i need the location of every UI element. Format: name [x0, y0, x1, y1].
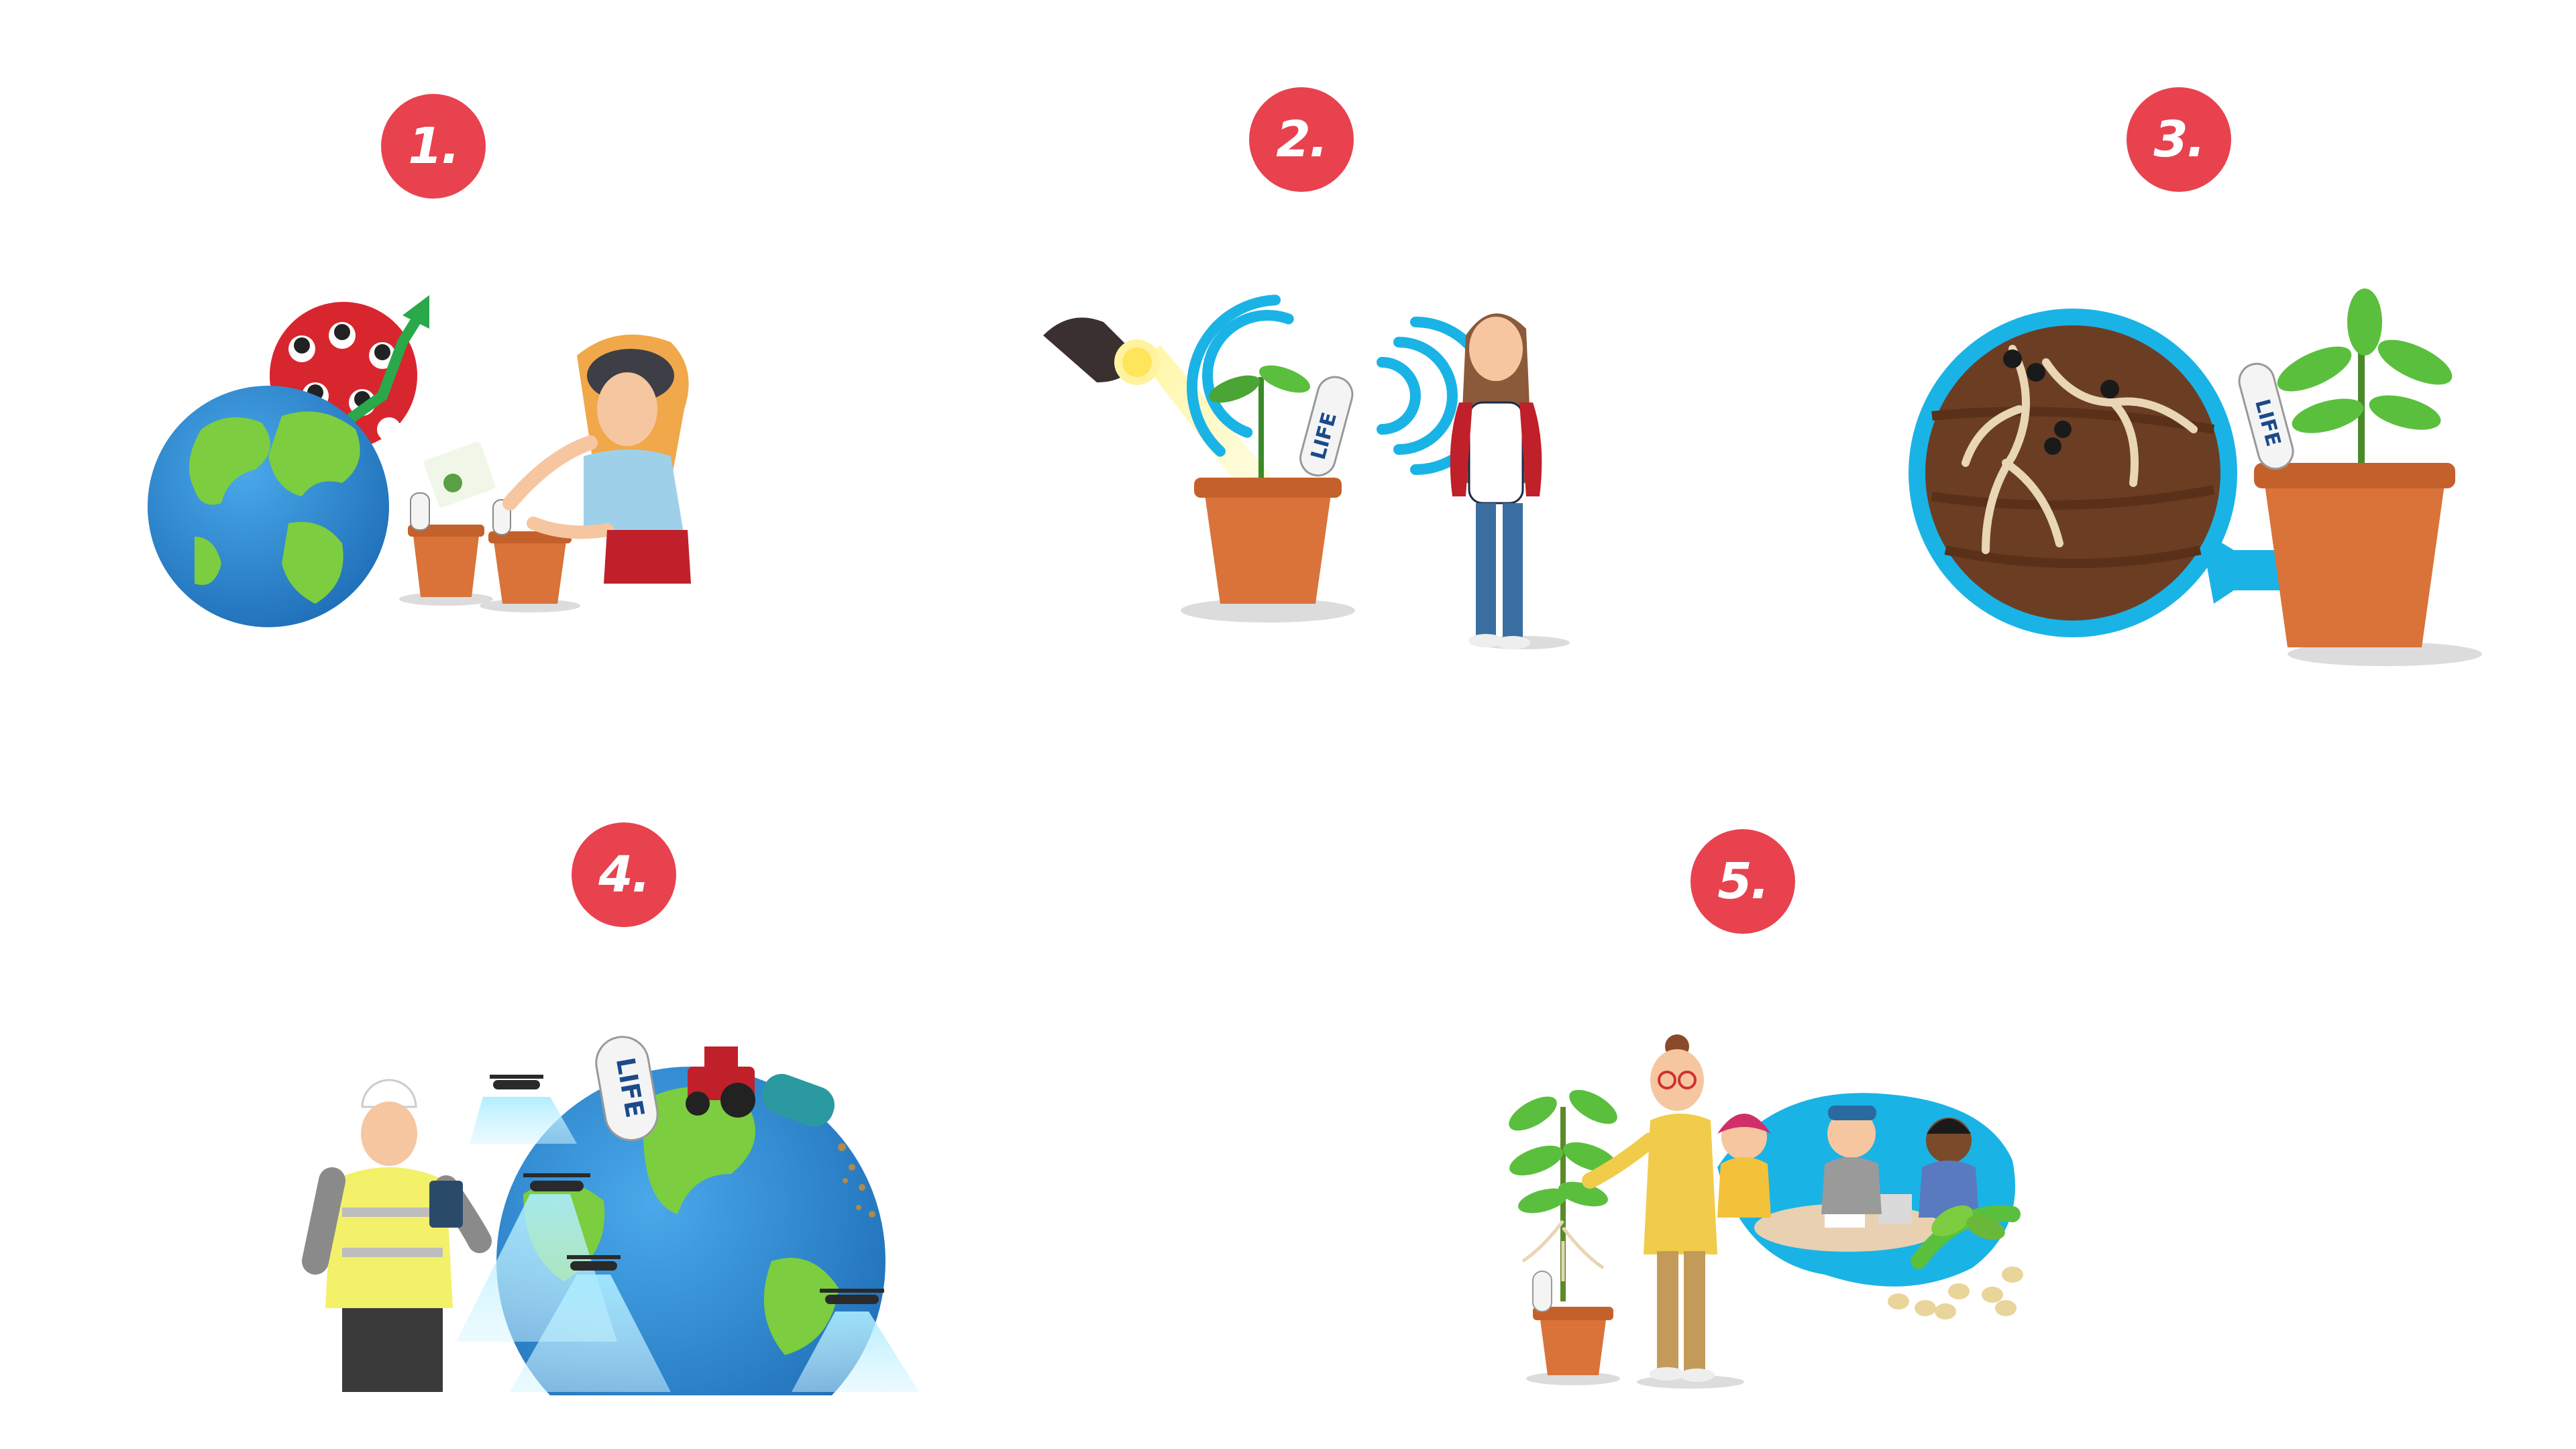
- step-2-number: 2.: [1276, 111, 1328, 168]
- scene-2-plant-sensor-signal-icon: LIFE: [1043, 294, 1570, 649]
- scene-5-team-collaboration-icon: [1509, 1034, 2023, 1389]
- scene-1-globe-planting-icon: [148, 295, 691, 627]
- step-5-badge: 5.: [1690, 829, 1795, 934]
- step-5-number: 5.: [1717, 853, 1770, 910]
- scene-4-drones-farm-globe-icon: LIFE: [302, 1036, 919, 1395]
- step-4-badge: 4.: [572, 822, 676, 927]
- step-3-number: 3.: [2153, 111, 2206, 168]
- step-3-badge: 3.: [2127, 87, 2231, 192]
- step-1-badge: 1.: [381, 94, 486, 199]
- step-1-number: 1.: [408, 117, 460, 175]
- scene-3-root-magnifier-icon: LIFE: [1909, 288, 2482, 666]
- step-2-badge: 2.: [1249, 87, 1354, 192]
- step-4-number: 4.: [598, 846, 651, 904]
